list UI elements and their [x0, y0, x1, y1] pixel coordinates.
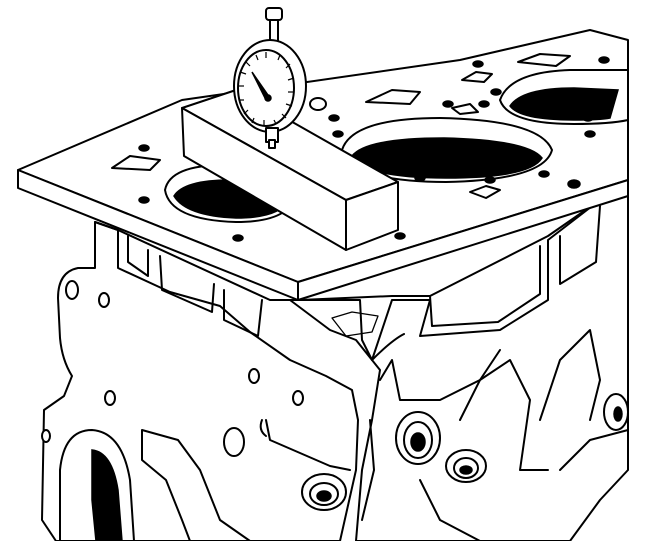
gauge-ticks	[238, 52, 295, 126]
front-face-hole-7	[41, 429, 51, 443]
dial-gauge	[233, 7, 327, 149]
deck-rib-4	[429, 245, 541, 327]
side-rib-g	[371, 333, 405, 361]
deck-rib-3	[223, 289, 263, 337]
head-bolt-hole-17	[582, 114, 594, 122]
deck-rib-1	[127, 235, 149, 277]
front-face-hole-2	[98, 292, 110, 308]
head-bolt-hole-14	[442, 100, 454, 108]
coolant-port-2	[365, 89, 421, 105]
cylinder-bore-2	[351, 137, 543, 179]
core-plug-hole-2	[459, 465, 473, 475]
core-plug-hole-3	[613, 406, 623, 422]
front-face-hole-4	[248, 368, 260, 384]
head-bolt-hole-1	[138, 144, 150, 152]
coolant-port-4	[517, 53, 571, 67]
gauge-plunger-tip	[268, 139, 276, 149]
deck-rib-2	[159, 255, 215, 313]
head-bolt-hole-16	[584, 130, 596, 138]
gauge-side-knob	[309, 97, 327, 111]
coolant-port-1	[111, 155, 161, 171]
side-rib-f	[559, 429, 629, 471]
front-face-hole-5	[292, 390, 304, 406]
head-bolt-hole-7	[332, 130, 344, 138]
coolant-port-5	[451, 103, 479, 115]
head-bolt-hole-18	[598, 56, 610, 64]
deck-right-edge	[297, 179, 629, 301]
gauge-pivot	[264, 94, 272, 102]
head-bolt-hole-3	[232, 234, 244, 242]
front-face-hole-1	[65, 280, 79, 300]
head-bolt-hole-2	[138, 196, 150, 204]
head-bolt-hole-11	[567, 179, 581, 189]
timing-cover-panel	[141, 429, 251, 541]
front-face-hole-6	[223, 427, 245, 457]
bracket-tab	[331, 311, 379, 337]
lower-opening-shadow	[91, 449, 123, 541]
coolant-port-6	[469, 185, 501, 199]
front-face-hole-3	[104, 390, 116, 406]
core-plug-hole-1	[410, 432, 426, 452]
head-bolt-hole-15	[472, 60, 484, 68]
straight-edge-end	[345, 181, 399, 251]
timing-cover-rib	[259, 419, 351, 471]
head-bolt-hole-12	[478, 100, 490, 108]
head-bolt-hole-5	[328, 114, 340, 122]
head-bolt-hole-4	[394, 232, 406, 240]
cylinder-bore-3	[509, 87, 619, 121]
side-rib-c	[539, 329, 601, 421]
head-bolt-hole-10	[538, 170, 550, 178]
head-bolt-hole-8	[414, 174, 426, 182]
straight-edge-bar	[181, 89, 399, 251]
oil-plug-hole-left	[316, 490, 332, 502]
side-rib-d	[361, 419, 375, 521]
head-bolt-hole-13	[490, 88, 502, 96]
gauge-face	[237, 49, 295, 127]
coolant-port-3	[461, 71, 493, 83]
side-rib-b	[459, 359, 549, 471]
gauge-top-cap	[265, 7, 283, 21]
side-rib-e	[419, 479, 481, 541]
side-rib-a	[379, 349, 501, 401]
block-body	[41, 189, 629, 541]
head-bolt-hole-9	[484, 176, 496, 184]
deck-rib-5	[559, 205, 601, 285]
